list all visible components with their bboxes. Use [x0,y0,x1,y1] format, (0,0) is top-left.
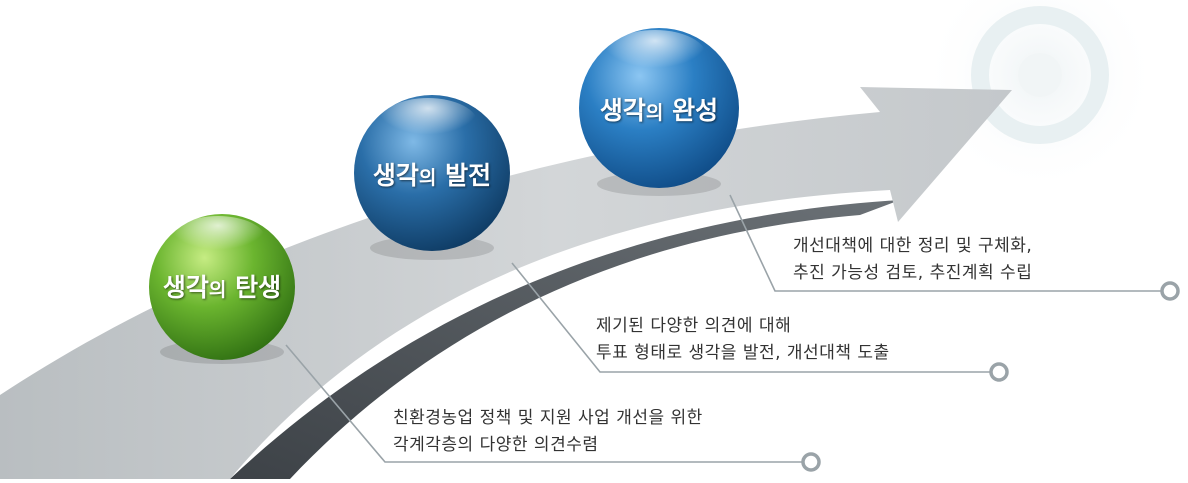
connector-line-development [511,262,991,373]
label-main: 생각 [372,161,419,190]
description-line: 친환경농업 정책 및 지원 사업 개선을 위한 [393,408,703,428]
description-line: 제기된 다양한 의견에 대해 [596,316,792,336]
connector-ring-development [989,362,1009,382]
sphere-label-birth: 생각의 탄생 [137,268,307,304]
background-rings [920,0,1160,195]
description-line: 추진 가능성 검토, 추진계획 수립 [793,263,1033,283]
connector-line-birth [285,344,803,463]
description-birth: 친환경농업 정책 및 지원 사업 개선을 위한 각계각층의 다양한 의견수렴 [393,405,703,459]
label-tail: 탄생 [235,273,282,302]
description-line: 각계각층의 다양한 의견수렴 [393,435,599,455]
label-main: 생각 [599,96,646,125]
connector-line-completion [729,194,1162,292]
sphere-label-development: 생각의 발전 [347,156,517,192]
description-line: 개선대책에 대한 정리 및 구체화, [793,236,1033,256]
label-particle: 의 [208,279,227,301]
label-particle: 의 [418,167,437,189]
sphere-development [354,95,510,260]
label-tail: 완성 [672,96,719,125]
label-main: 생각 [162,273,209,302]
description-line: 투표 형태로 생각을 발전, 개선대책 도출 [596,343,890,363]
sphere-label-completion: 생각의 완성 [574,91,744,127]
sphere-birth [149,214,295,364]
connector-end-rings [801,281,1180,472]
arrow-underside [230,200,900,479]
label-particle: 의 [645,102,664,124]
arrow-surface [0,87,1012,479]
sphere-completion [579,28,739,196]
description-development: 제기된 다양한 의견에 대해 투표 형태로 생각을 발전, 개선대책 도출 [596,313,890,367]
description-completion: 개선대책에 대한 정리 및 구체화, 추진 가능성 검토, 추진계획 수립 [793,233,1032,287]
connector-ring-birth [801,452,821,472]
connector-lines [285,194,1162,463]
connector-ring-completion [1160,281,1180,301]
label-tail: 발전 [445,161,492,190]
